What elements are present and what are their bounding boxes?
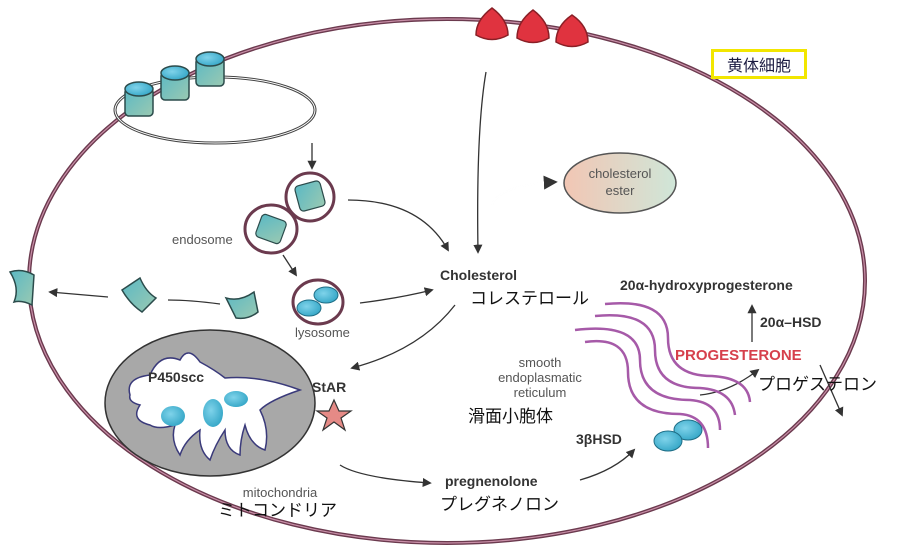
- pathway-arrows: [48, 71, 844, 488]
- hdl-receptor-icon: [475, 7, 509, 41]
- mito-enzyme-icon: [203, 399, 223, 427]
- ser-label-2: endoplasmatic: [498, 370, 582, 385]
- ldl-receptor-icon: [124, 81, 154, 117]
- recycled-receptor-icon: [8, 269, 35, 307]
- hdl-receptor-icon: [516, 9, 550, 44]
- enzyme-3bhsd-icon: [653, 430, 683, 452]
- lysosome-label: lysosome: [295, 325, 350, 340]
- enzyme-3bhsd-icon: [673, 419, 703, 441]
- cholesterol-jp-label: コレステロール: [470, 289, 589, 309]
- hdl-receptors: [475, 7, 589, 48]
- mitochondria-label: mitochondria: [243, 485, 318, 500]
- ser-label-3: reticulum: [514, 385, 567, 400]
- mitochondria: [104, 329, 316, 477]
- star-protein-icon: [315, 398, 353, 432]
- pregnenolone-jp-label: プレグネノロン: [440, 495, 559, 515]
- progesterone-label: PROGESTERONE: [675, 347, 802, 364]
- mito-enzyme-icon: [224, 391, 248, 407]
- ldl-receptors: [113, 51, 317, 145]
- hdl-receptor-icon: [555, 14, 589, 48]
- cell-title-badge: 黄体細胞: [711, 49, 807, 79]
- mito-enzyme-icon: [161, 406, 185, 426]
- endosome: [243, 171, 336, 255]
- hsd20-label: 20α–HSD: [760, 314, 822, 330]
- recycled-receptor-icon: [224, 290, 259, 320]
- cholesterol-ester: [563, 152, 677, 214]
- ldl-receptor-icon: [160, 65, 190, 101]
- ser-jp-label: 滑面小胞体: [468, 407, 553, 427]
- smooth-er: [574, 302, 752, 449]
- p450scc-label: P450scc: [148, 369, 204, 385]
- mitochondria-jp-label: ミトコンドリア: [218, 501, 337, 521]
- endosome-label: endosome: [172, 232, 233, 247]
- ser-label-1: smooth: [519, 355, 562, 370]
- cholesterol-ester-label-2: ester: [606, 183, 636, 198]
- cholesterol-ester-label-1: cholesterol: [589, 166, 652, 181]
- cholesterol-label: Cholesterol: [440, 267, 517, 283]
- recycled-receptor-icon: [121, 276, 158, 313]
- ldl-receptor-icon: [195, 51, 225, 87]
- hydroxyprogesterone-label: 20α-hydroxyprogesterone: [620, 277, 793, 293]
- star-label: StAR: [312, 379, 346, 395]
- hsd3b-label: 3βHSD: [576, 431, 622, 447]
- lysosome: [291, 278, 345, 326]
- pregnenolone-label: pregnenolone: [445, 473, 538, 489]
- progesterone-jp-label: プロゲステロン: [758, 375, 877, 395]
